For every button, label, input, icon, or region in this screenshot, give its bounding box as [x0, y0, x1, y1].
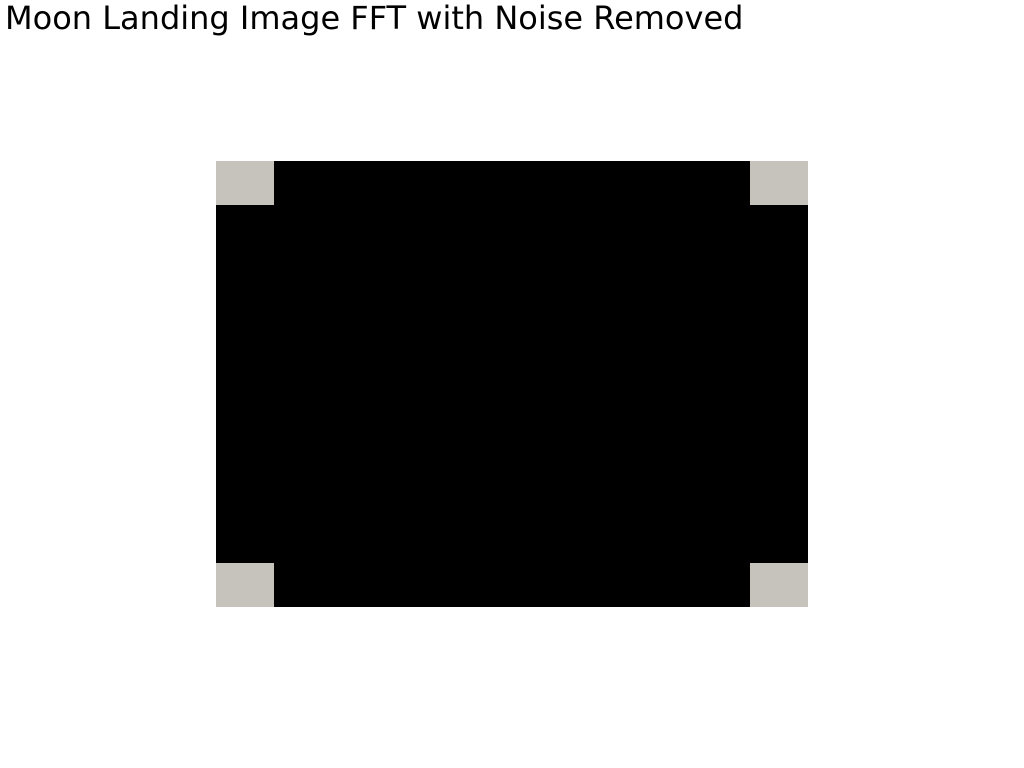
fft-corner-bottom-right	[750, 563, 808, 607]
fft-image	[216, 161, 808, 607]
figure-title: Moon Landing Image FFT with Noise Remove…	[5, 0, 744, 37]
fft-corner-top-left	[216, 161, 274, 205]
fft-corner-bottom-left	[216, 563, 274, 607]
fft-corner-top-right	[750, 161, 808, 205]
